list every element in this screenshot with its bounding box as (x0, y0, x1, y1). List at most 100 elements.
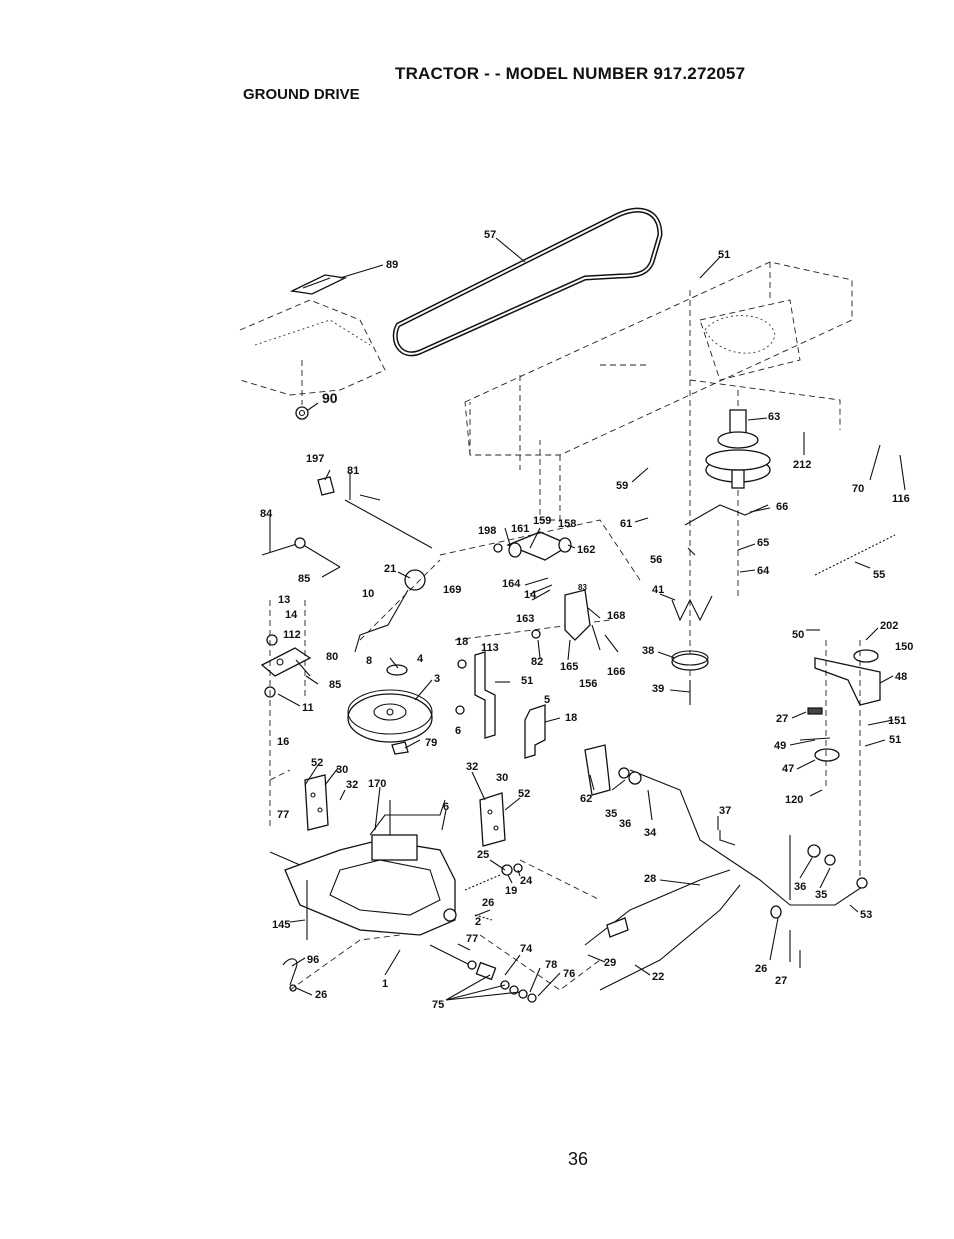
callout: 47 (782, 763, 794, 775)
callout: 158 (558, 518, 576, 530)
idler-arm-assembly (439, 519, 641, 641)
callout: 159 (533, 515, 551, 527)
callout: 32 (346, 779, 358, 791)
callout: 28 (644, 873, 656, 885)
shift-bracket-84 (261, 537, 341, 568)
callout: 26 (755, 963, 767, 975)
callout: 55 (873, 569, 885, 581)
callout: 27 (775, 975, 787, 987)
callout: 89 (386, 259, 398, 271)
callout: 66 (776, 501, 788, 513)
tension-spring (814, 534, 896, 576)
leader-lines (269, 237, 906, 1001)
callout: 168 (607, 610, 625, 622)
callout: 26 (482, 897, 494, 909)
callout: 76 (563, 968, 575, 980)
transmission-pulley (347, 664, 433, 755)
belt-guide-rod (684, 504, 769, 526)
callout: 75 (432, 999, 444, 1011)
callout: 59 (616, 480, 628, 492)
callout: 11 (302, 702, 314, 714)
callout: 10 (362, 588, 374, 600)
shift-lever (354, 559, 441, 653)
callout: 36 (794, 881, 806, 893)
callout: 18 (456, 636, 468, 648)
brake-rod-assembly (584, 744, 868, 906)
callout: 27 (776, 713, 788, 725)
shift-rods (584, 869, 741, 991)
callout: 84 (260, 508, 273, 520)
callout: 51 (889, 734, 901, 746)
callout: 50 (792, 629, 804, 641)
springs-center (464, 859, 601, 921)
callout: 64 (757, 565, 770, 577)
callout: 35 (605, 808, 617, 820)
transaxle (269, 800, 471, 966)
nut-90 (295, 360, 309, 420)
callout: 36 (619, 818, 631, 830)
callout: 197 (306, 453, 324, 465)
callout: 6 (443, 801, 449, 813)
callout: 65 (757, 537, 769, 549)
callout: 57 (484, 229, 496, 241)
callout: 61 (620, 518, 632, 530)
decal-plate (289, 274, 348, 295)
callout: 198 (478, 525, 496, 537)
callout: 169 (443, 584, 461, 596)
callout: 8 (366, 655, 372, 667)
drive-belt (392, 207, 663, 357)
callout: 85 (329, 679, 341, 691)
callout: 39 (652, 683, 664, 695)
callout: 37 (719, 805, 731, 817)
callout: 150 (895, 641, 913, 653)
callout: 16 (277, 736, 289, 748)
callout: 81 (347, 465, 359, 477)
callout: 116 (892, 493, 910, 505)
callout: 18 (565, 712, 577, 724)
callout: 4 (417, 653, 424, 665)
callout: 21 (384, 563, 396, 575)
callout: 30 (336, 764, 348, 776)
callout: 165 (560, 661, 578, 673)
part-number-callouts: 57 89 51 90 63 212 70 116 197 81 84 66 6… (260, 229, 913, 1011)
callout: 14 (524, 589, 537, 601)
callout: 35 (815, 889, 827, 901)
callout: 82 (531, 656, 543, 668)
callout: 3 (434, 673, 440, 685)
callout: 29 (604, 957, 616, 969)
callout: 5 (544, 694, 550, 706)
rod-hardware-right (770, 835, 836, 968)
tractor-frame-phantom (464, 261, 853, 521)
page-title: TRACTOR - - MODEL NUMBER 917.272057 (395, 64, 746, 83)
callout: 164 (502, 578, 521, 590)
callout: 19 (505, 885, 517, 897)
callout: 166 (607, 666, 625, 678)
callout: 6 (455, 725, 461, 737)
callout: 74 (520, 943, 533, 955)
callout: 2 (475, 916, 481, 928)
callout: 113 (481, 642, 499, 654)
callout: 112 (283, 629, 301, 641)
callout: 145 (272, 919, 290, 931)
callout: 1 (382, 978, 388, 990)
callout: 170 (368, 778, 386, 790)
callout: 162 (577, 544, 595, 556)
callout: 51 (718, 249, 730, 261)
bolt-and-pin (282, 880, 401, 992)
callout: 25 (477, 849, 489, 861)
callout: 79 (425, 737, 437, 749)
idler-pulley-assembly (689, 290, 771, 700)
callout: 80 (326, 651, 338, 663)
callout: 56 (650, 554, 662, 566)
callout: 30 (496, 772, 508, 784)
shift-shaft (317, 476, 433, 549)
callout: 34 (644, 827, 657, 839)
callout: 163 (516, 613, 534, 625)
callout: 53 (860, 909, 872, 921)
callout: 120 (785, 794, 803, 806)
callout: 41 (652, 584, 664, 596)
callout: 96 (307, 954, 319, 966)
page-number: 36 (568, 1149, 589, 1169)
callout: 38 (642, 645, 654, 657)
callout: 26 (315, 989, 327, 1001)
